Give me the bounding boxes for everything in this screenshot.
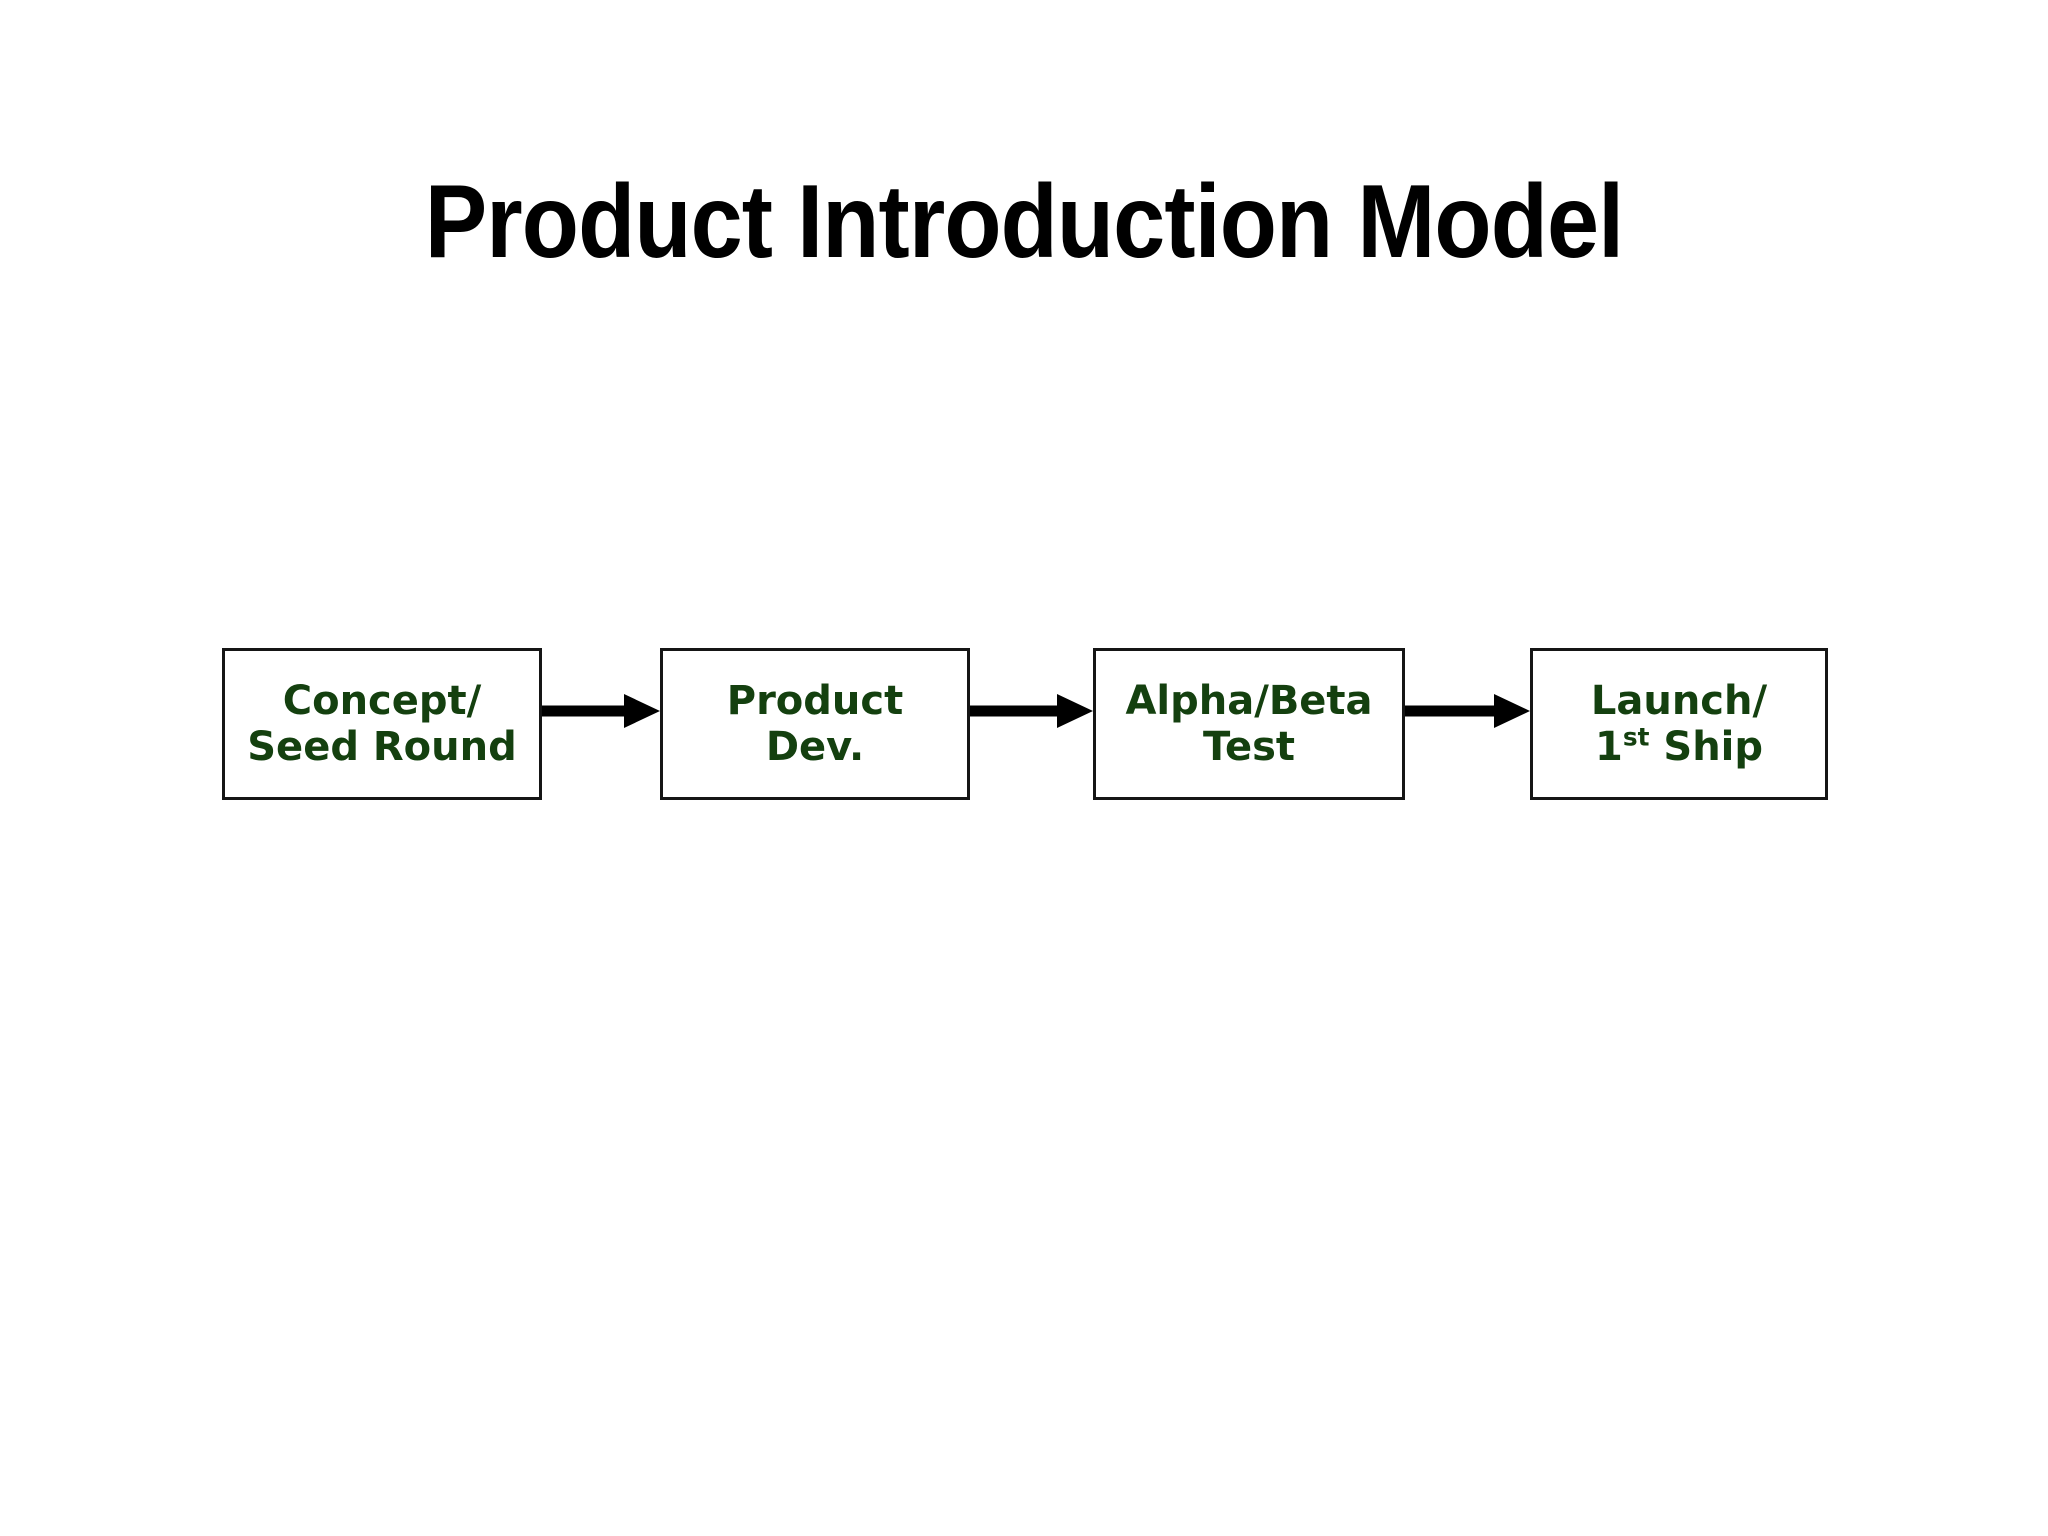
flow-node-label-line1: Alpha/Beta	[1125, 677, 1373, 724]
flow-node-concept-seed-round[interactable]: Concept/ Seed Round	[222, 648, 542, 800]
flow-node-label-line2: Test	[1202, 724, 1296, 770]
flow-node-label-line1: Launch/	[1590, 677, 1768, 724]
ordinal-trailing-text: Ship	[1649, 724, 1764, 770]
flow-node-launch-first-ship[interactable]: Launch/ 1st Ship	[1530, 648, 1828, 800]
flow-node-alpha-beta-test[interactable]: Alpha/Beta Test	[1093, 648, 1405, 800]
flow-node-label-line2: 1st Ship	[1595, 724, 1763, 770]
right-arrow-icon	[542, 694, 660, 728]
ordinal-number: 1	[1594, 724, 1623, 770]
flow-node-label-line2: Seed Round	[247, 724, 517, 770]
ordinal-suffix: st	[1622, 722, 1650, 752]
right-arrow-icon	[970, 694, 1093, 728]
flow-node-label-line1: Concept/	[282, 677, 482, 724]
page-title: Product Introduction Model	[424, 163, 1624, 280]
flow-node-label-line1: Product	[726, 677, 904, 724]
product-introduction-flow-diagram: Concept/ Seed Round Product Dev. Alpha/B…	[222, 648, 1828, 800]
flow-node-label-line2: Dev.	[765, 724, 865, 770]
right-arrow-icon	[1405, 694, 1530, 728]
flow-node-product-dev[interactable]: Product Dev.	[660, 648, 970, 800]
